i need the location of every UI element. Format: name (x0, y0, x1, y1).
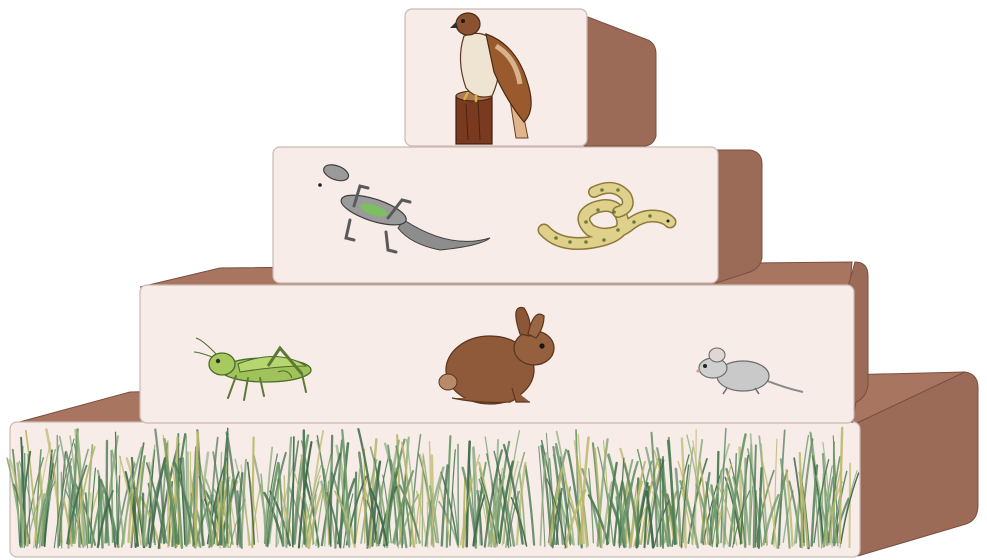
grass-blade (745, 459, 746, 547)
level3-block-side (712, 150, 762, 283)
grass-blade (355, 473, 356, 543)
grass-blade (850, 464, 851, 547)
grass-blade (696, 430, 697, 544)
pyramid-level-tertiary-consumer (405, 9, 656, 146)
grass-blade (106, 441, 107, 542)
grass-blade (293, 437, 294, 546)
level4-block-side (580, 14, 656, 146)
grass-blade (25, 454, 26, 546)
grass-blade (186, 435, 187, 545)
pyramid-level-secondary-consumers (273, 147, 762, 283)
grass-blade (755, 491, 756, 547)
pyramid-level-primary-consumers (140, 262, 868, 423)
grass-blade (227, 428, 228, 543)
